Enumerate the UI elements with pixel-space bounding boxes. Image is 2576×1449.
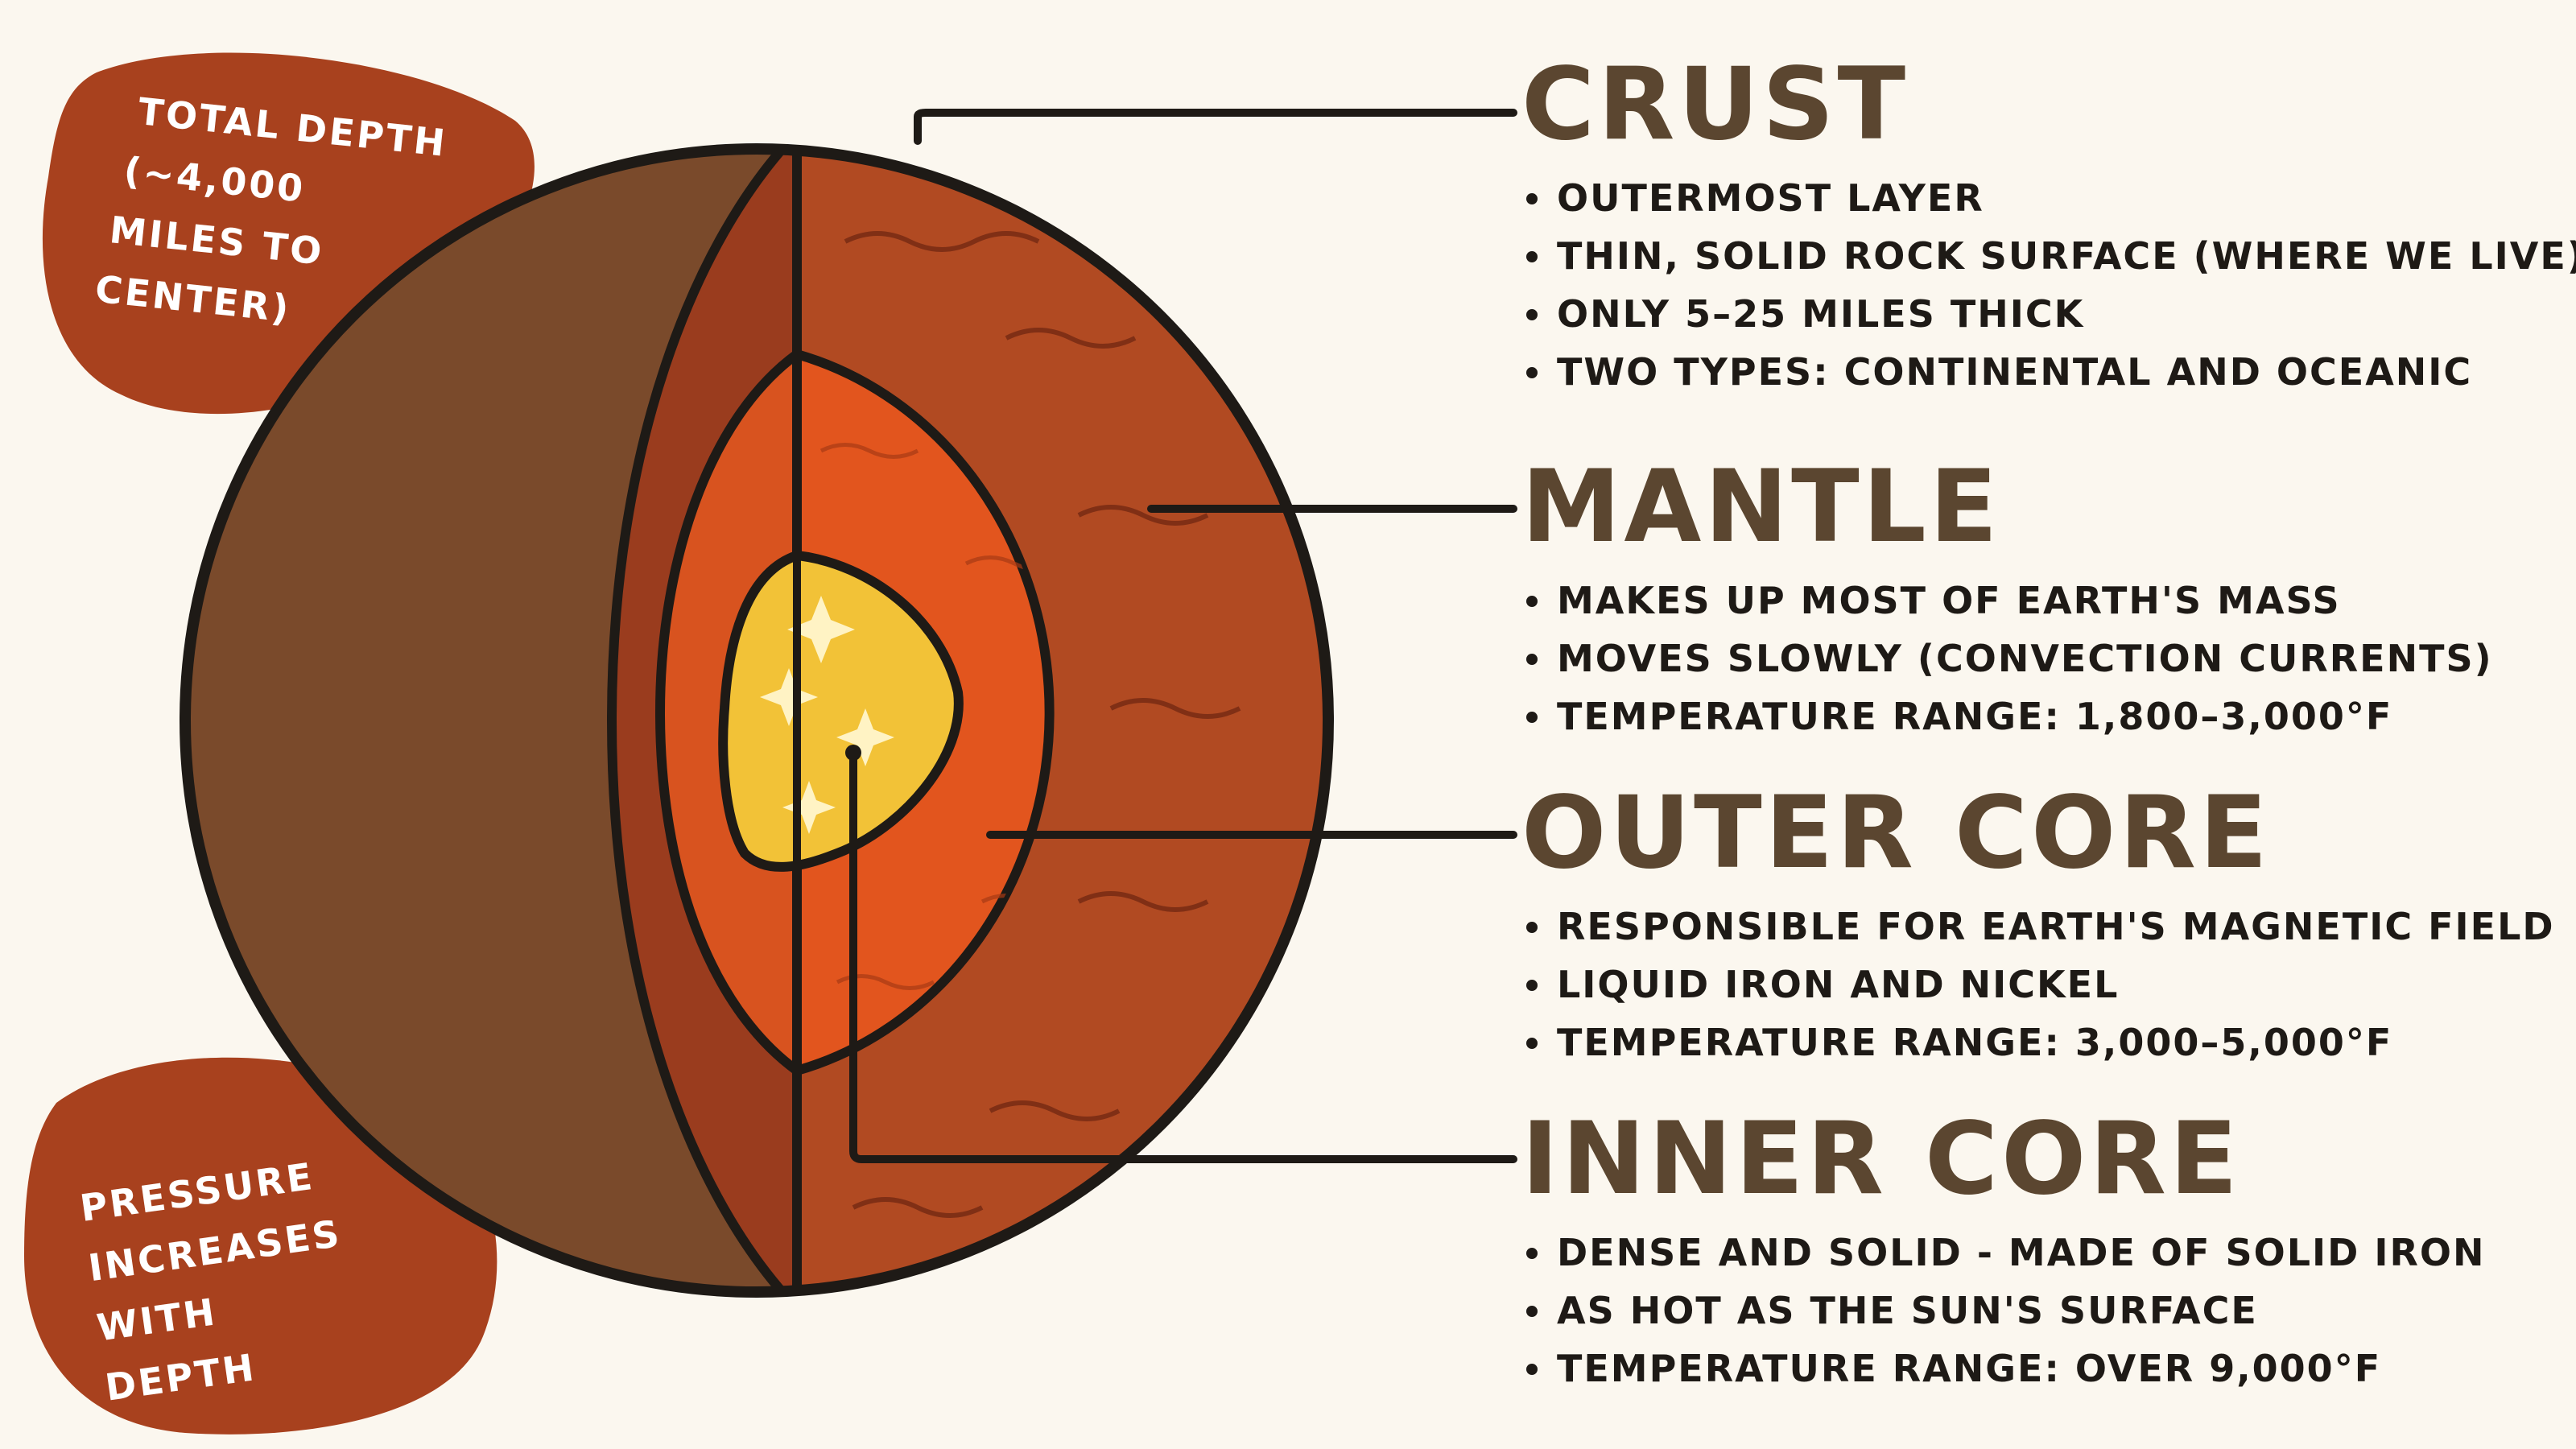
bullet-item: TEMPERATURE RANGE: 1,800–3,000°F bbox=[1521, 687, 2560, 745]
bullet-item: TWO TYPES: CONTINENTAL AND OCEANIC bbox=[1521, 343, 2560, 401]
bullet-item: MAKES UP MOST OF EARTH'S MASS bbox=[1521, 572, 2560, 630]
mantle-texture bbox=[844, 231, 1241, 1218]
bullet-item: OUTERMOST LAYER bbox=[1521, 169, 2560, 227]
layer-mantle: MANTLE MAKES UP MOST OF EARTH'S MASS MOV… bbox=[1521, 451, 2560, 745]
globe-border bbox=[180, 143, 1334, 1298]
layer-inner-core: INNER CORE DENSE AND SOLID - MADE OF SOL… bbox=[1521, 1103, 2560, 1397]
bullet-item: MOVES SLOWLY (CONVECTION CURRENTS) bbox=[1521, 630, 2560, 687]
sparkle-icons bbox=[760, 596, 894, 834]
layer-title-crust: CRUST bbox=[1521, 47, 1909, 163]
layer-crust: CRUST OUTERMOST LAYER THIN, SOLID ROCK S… bbox=[1521, 47, 2576, 401]
bullet-item: THIN, SOLID ROCK SURFACE (WHERE WE LIVE) bbox=[1521, 227, 2576, 285]
earth-globe bbox=[180, 143, 1334, 1298]
total-depth-callout: TOTAL DEPTH (~4,000 MILES TO CENTER) bbox=[42, 52, 535, 415]
leader-lines bbox=[849, 109, 1517, 1163]
layer-bullets-mantle: MAKES UP MOST OF EARTH'S MASS MOVES SLOW… bbox=[1521, 572, 2560, 745]
bullet-item: AS HOT AS THE SUN'S SURFACE bbox=[1521, 1282, 2560, 1340]
leader-line-crust bbox=[914, 109, 1517, 145]
bullet-item: RESPONSIBLE FOR EARTH'S MAGNETIC FIELD bbox=[1521, 898, 2560, 956]
leader-line-inner-core bbox=[849, 749, 1517, 1163]
bullet-item: ONLY 5–25 MILES THICK bbox=[1521, 285, 2560, 343]
layer-bullets-crust: OUTERMOST LAYER THIN, SOLID ROCK SURFACE… bbox=[1521, 169, 2576, 401]
layer-bullets-inner-core: DENSE AND SOLID - MADE OF SOLID IRON AS … bbox=[1521, 1224, 2560, 1397]
bullet-item: DENSE AND SOLID - MADE OF SOLID IRON bbox=[1521, 1224, 2560, 1282]
layer-title-mantle: MANTLE bbox=[1521, 449, 2001, 565]
layer-title-inner-core: INNER CORE bbox=[1521, 1101, 2241, 1217]
bullet-item: LIQUID IRON AND NICKEL bbox=[1521, 956, 2560, 1013]
bullet-item: TEMPERATURE RANGE: 3,000–5,000°F bbox=[1521, 1013, 2560, 1071]
layer-outer-core: OUTER CORE RESPONSIBLE FOR EARTH'S MAGNE… bbox=[1521, 777, 2560, 1071]
layer-title-outer-core: OUTER CORE bbox=[1521, 775, 2271, 891]
bullet-item: TEMPERATURE RANGE: OVER 9,000°F bbox=[1521, 1340, 2560, 1397]
inner-core-layer bbox=[718, 550, 964, 872]
layer-bullets-outer-core: RESPONSIBLE FOR EARTH'S MAGNETIC FIELD L… bbox=[1521, 898, 2560, 1071]
leader-dot-inner-core bbox=[845, 745, 861, 761]
